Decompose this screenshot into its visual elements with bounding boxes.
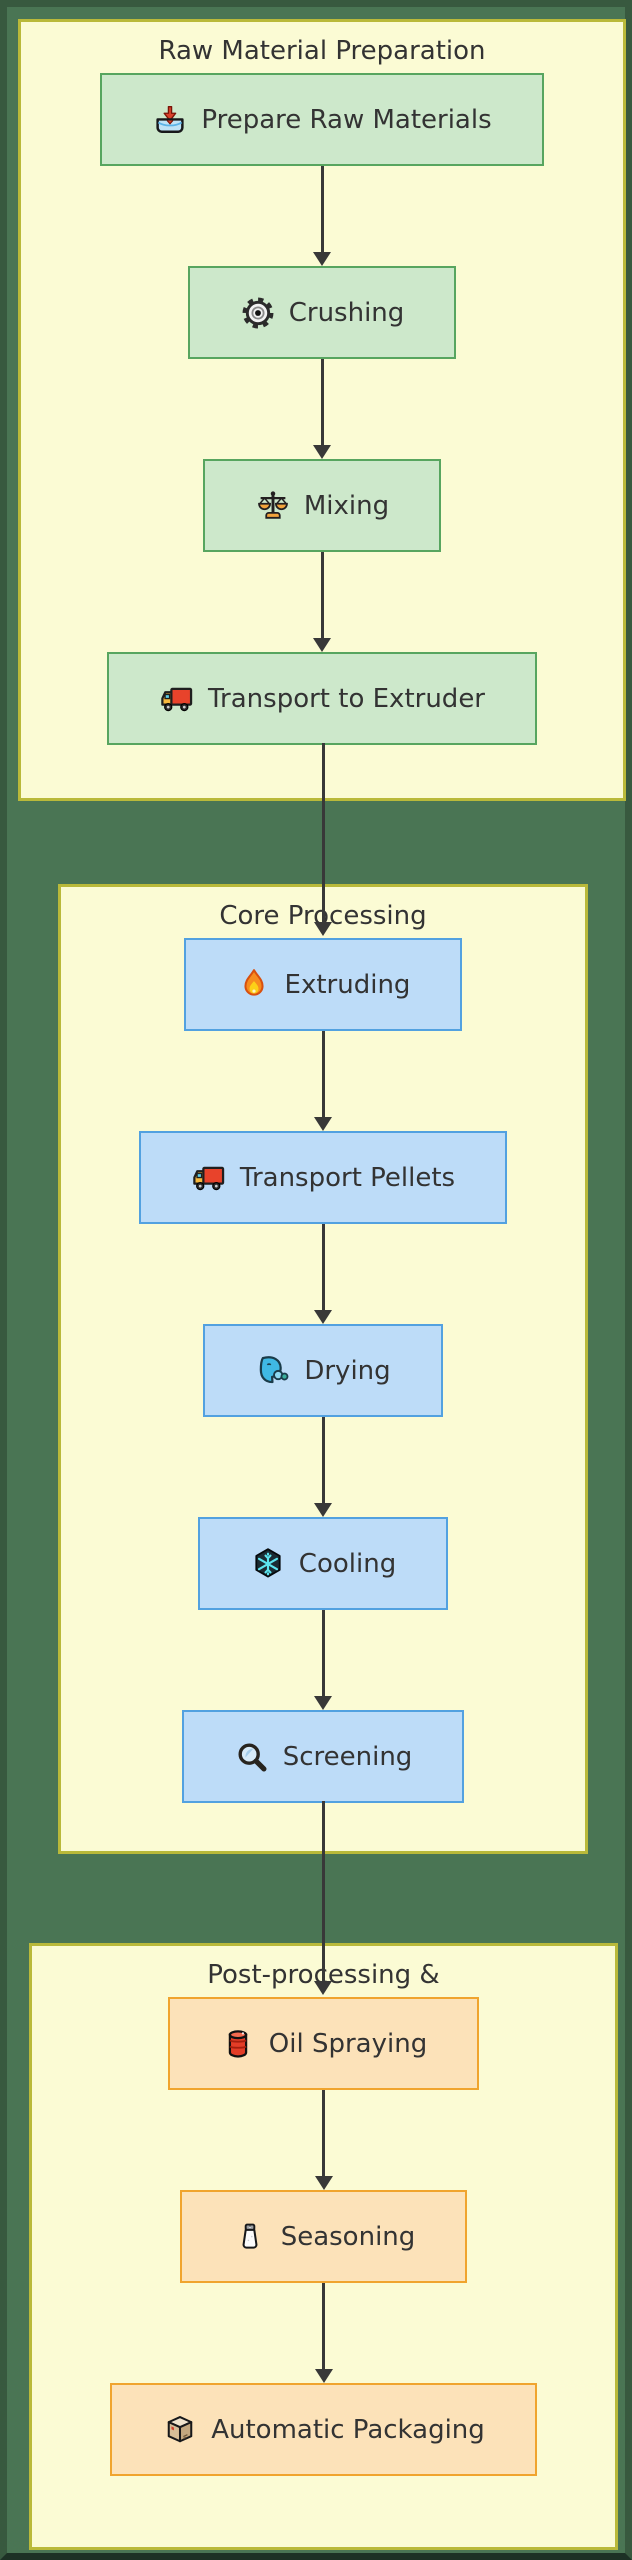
node-transport-to-extruder: Transport to Extruder [107,652,537,745]
node-label: Oil Spraying [268,2028,428,2059]
node-extruding: Extruding [183,938,463,1031]
flow-arrow [312,359,332,459]
package-icon [162,2412,198,2448]
section-core-processing: Core Processing Extruding [58,884,588,1854]
node-drying: Drying [203,1324,443,1417]
flow-arrow [313,1417,333,1517]
node-automatic-packaging: Automatic Packaging [110,2383,537,2476]
section-post-processing: Post-processing & Oil Spraying [29,1943,618,2550]
node-label: Cooling [298,1548,397,1579]
delivery-truck-icon [159,681,195,717]
node-label: Drying [304,1355,391,1386]
flow-arrow-screening-to-oil-spraying [313,1801,333,1995]
node-crushing: Crushing [187,266,457,359]
oil-drum-icon [220,2026,256,2062]
node-seasoning: Seasoning [179,2190,468,2283]
magnifying-glass-icon [234,1739,270,1775]
flow-arrow [313,1031,333,1131]
salt-shaker-icon [232,2219,268,2255]
node-transport-pellets: Transport Pellets [138,1131,508,1224]
wind-face-icon [255,1353,291,1389]
snowflake-icon [250,1546,286,1582]
section-raw-material-preparation: Raw Material Preparation Prepare Raw Mat… [18,19,626,801]
node-screening: Screening [181,1710,465,1803]
node-label: Automatic Packaging [211,2414,485,2445]
node-label: Transport Pellets [239,1162,456,1193]
flow-arrow [314,2090,334,2190]
balance-scale-icon [255,488,291,524]
node-label: Screening [282,1741,413,1772]
node-oil-spraying: Oil Spraying [167,1997,480,2090]
node-label: Prepare Raw Materials [201,104,492,135]
flow-arrow [312,166,332,266]
node-label: Seasoning [280,2221,416,2252]
node-mixing: Mixing [202,459,442,552]
gear-icon [240,295,276,331]
inbox-tray-icon [152,102,188,138]
flow-arrow [312,552,332,652]
node-cooling: Cooling [197,1517,449,1610]
flow-arrow [313,1224,333,1324]
flow-arrow [313,1610,333,1710]
node-label: Transport to Extruder [208,683,485,714]
flow-arrow-transport-to-extruding [313,743,333,936]
node-label: Crushing [288,297,405,328]
node-prepare-raw-materials: Prepare Raw Materials [100,73,544,166]
node-label: Mixing [303,490,390,521]
delivery-truck-icon [191,1160,227,1196]
flow-arrow [314,2283,334,2383]
node-label: Extruding [284,969,411,1000]
section-title: Raw Material Preparation [158,36,486,66]
fire-icon [236,967,272,1003]
